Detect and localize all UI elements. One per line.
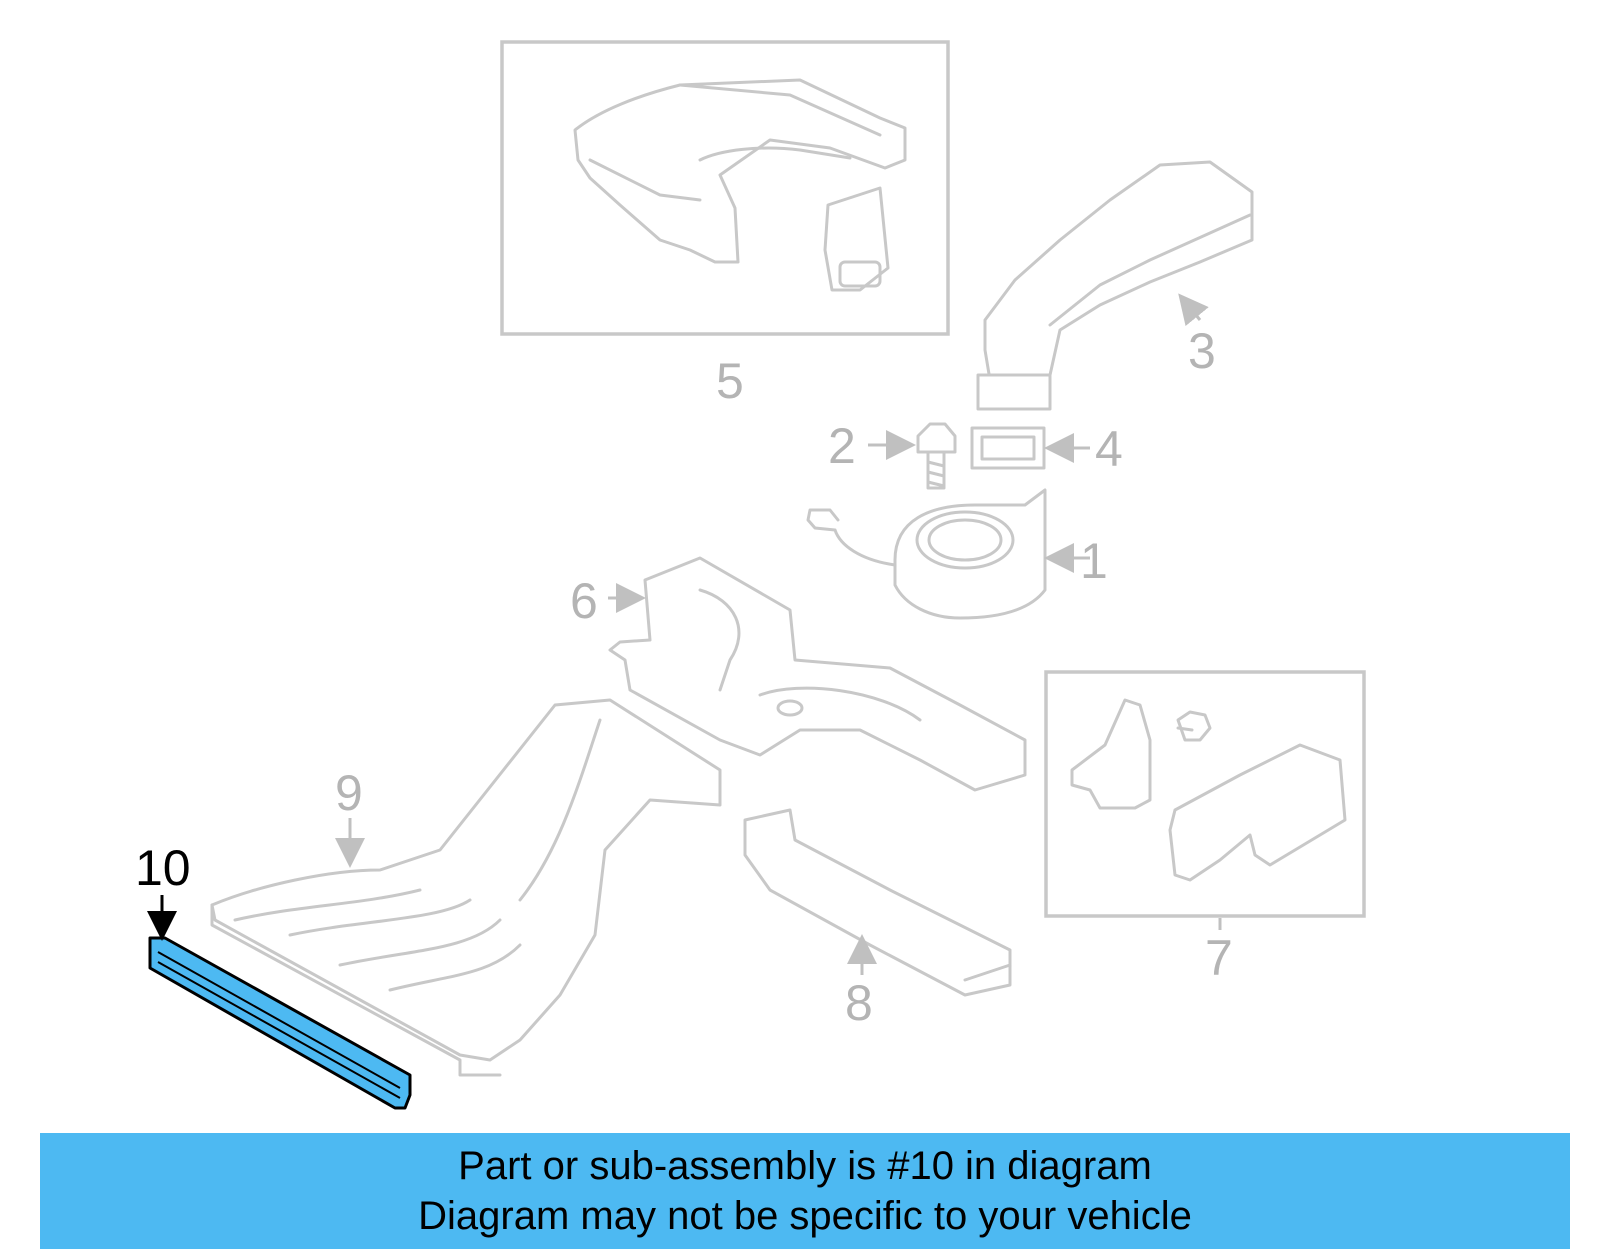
part-10-group[interactable] [147, 895, 412, 1110]
part-7-group[interactable] [1044, 670, 1366, 930]
callout-2: 2 [828, 418, 856, 474]
part-9-duct [210, 698, 722, 1062]
part-4-seal [970, 426, 1046, 470]
part-8-duct-edge [963, 963, 1012, 982]
part-3-group[interactable] [976, 160, 1254, 411]
part-3-duct-edge [1048, 213, 1252, 327]
part-5-duct-detail [698, 146, 852, 162]
part-1-wire-connector [806, 508, 897, 567]
part-1-blower-housing [893, 488, 1047, 620]
part-1-group[interactable] [806, 488, 1090, 620]
callout-6: 6 [570, 573, 598, 629]
part-4-seal-inner [980, 435, 1036, 461]
part-7-screw-shank [1176, 726, 1194, 732]
part-6-duct [608, 556, 1027, 792]
part-6-channel [698, 588, 741, 692]
part-4-group[interactable] [970, 426, 1090, 470]
part-8-duct [743, 808, 1012, 997]
part-2-screw-shank [926, 450, 946, 490]
part-8-group[interactable] [743, 808, 1012, 997]
callout-3: 3 [1188, 323, 1216, 379]
part-9-group[interactable] [210, 698, 722, 1077]
part-6-group[interactable] [608, 556, 1027, 792]
part-5-duct [573, 78, 907, 264]
part-10-seal-detail [157, 951, 401, 1099]
info-banner: Part or sub-assembly is #10 in diagram D… [40, 1133, 1570, 1249]
part-7-box [1044, 670, 1366, 918]
callout-5: 5 [716, 353, 744, 409]
banner-line-2: Diagram may not be specific to your vehi… [418, 1194, 1192, 1238]
part-7-clip [1070, 698, 1152, 810]
part-6-slot [758, 686, 922, 722]
part-1-blower-inner [927, 518, 1003, 562]
part-2-screw-head [916, 422, 957, 454]
callout-10[interactable]: 10 [135, 840, 191, 896]
part-3-flange [976, 373, 1052, 411]
part-2-group[interactable] [868, 422, 957, 490]
part-7-vent [1168, 743, 1347, 882]
part-1-blower-ring [915, 510, 1015, 570]
parts-diagram: 1 2 3 4 5 6 7 8 9 10 [135, 40, 1366, 1110]
callout-4: 4 [1095, 421, 1123, 477]
part-5-vent-opening [838, 260, 882, 288]
part-5-duct-edge [588, 83, 882, 202]
callout-8: 8 [845, 975, 873, 1031]
part-9-edge [210, 903, 502, 1077]
part-5-group[interactable] [500, 40, 950, 336]
callout-9: 9 [335, 765, 363, 821]
callout-1: 1 [1080, 533, 1108, 589]
part-5-box [500, 40, 950, 336]
part-5-vent [823, 186, 890, 292]
part-9-ribs [233, 718, 602, 992]
part-7-screw-head [1176, 710, 1212, 742]
callout-7: 7 [1205, 930, 1233, 986]
banner-line-1: Part or sub-assembly is #10 in diagram [458, 1144, 1152, 1188]
part-6-hole [776, 699, 804, 717]
